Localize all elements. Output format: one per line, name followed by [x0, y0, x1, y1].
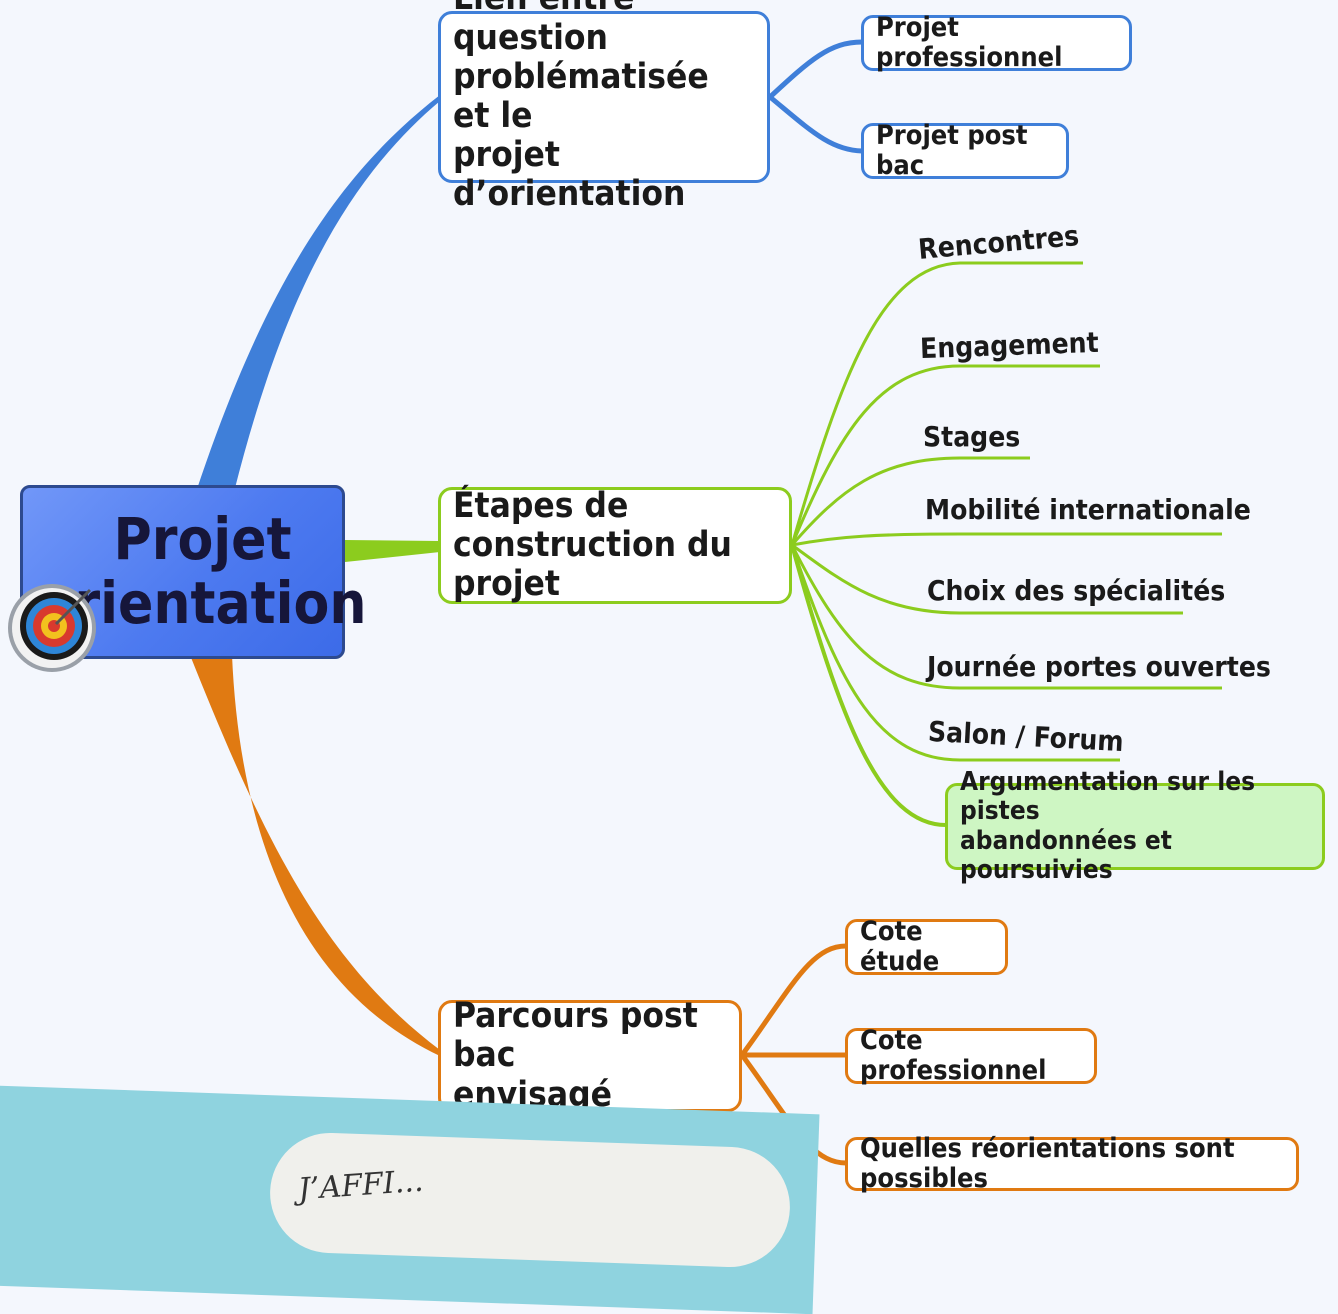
connector-lines	[190, 39, 1222, 1166]
link-root-parcours	[190, 655, 440, 1056]
node-projet-post-bac[interactable]: Projet post bac	[861, 120, 1069, 181]
label-engagement[interactable]: Engagement	[919, 325, 1100, 366]
label-stages[interactable]: Stages	[923, 420, 1021, 453]
label-journee-portes-ouvertes[interactable]: Journée portes ouvertes	[927, 650, 1271, 683]
link-lien-postbac	[768, 95, 863, 154]
link-argumentation	[790, 544, 947, 827]
node-cote-professionnel[interactable]: Cote professionnel	[845, 1025, 1097, 1086]
node-cote-etude[interactable]: Cote étude	[845, 916, 1008, 977]
node-projet-professionnel[interactable]: Projet professionnel	[861, 12, 1132, 73]
branch-etapes-construction[interactable]: Étapes de construction du projet	[438, 486, 792, 604]
node-argumentation-pistes[interactable]: Argumentation sur les pistes abandonnées…	[945, 768, 1325, 884]
link-cote-etude	[739, 943, 847, 1057]
label-choix-specialites[interactable]: Choix des spécialités	[927, 574, 1226, 607]
link-journee	[790, 544, 1222, 690]
link-stages	[790, 456, 1030, 546]
label-mobilite-internationale[interactable]: Mobilité internationale	[925, 493, 1251, 526]
link-root-etapes	[345, 540, 440, 562]
link-lien-pro	[768, 39, 863, 99]
link-choix	[791, 543, 1183, 615]
branch-lien-question-projet[interactable]: Lien entre question problématisée et le …	[438, 0, 770, 214]
link-mobilite	[791, 532, 1222, 547]
link-salon	[790, 544, 1120, 762]
link-rencontres	[790, 261, 1083, 546]
target-icon	[8, 584, 96, 672]
link-engagement	[790, 364, 1100, 546]
branch-parcours-post-bac[interactable]: Parcours post bac envisagé	[438, 997, 742, 1114]
node-reorientations-possibles[interactable]: Quelles réorientations sont possibles	[845, 1133, 1299, 1194]
link-root-lien	[196, 95, 440, 492]
